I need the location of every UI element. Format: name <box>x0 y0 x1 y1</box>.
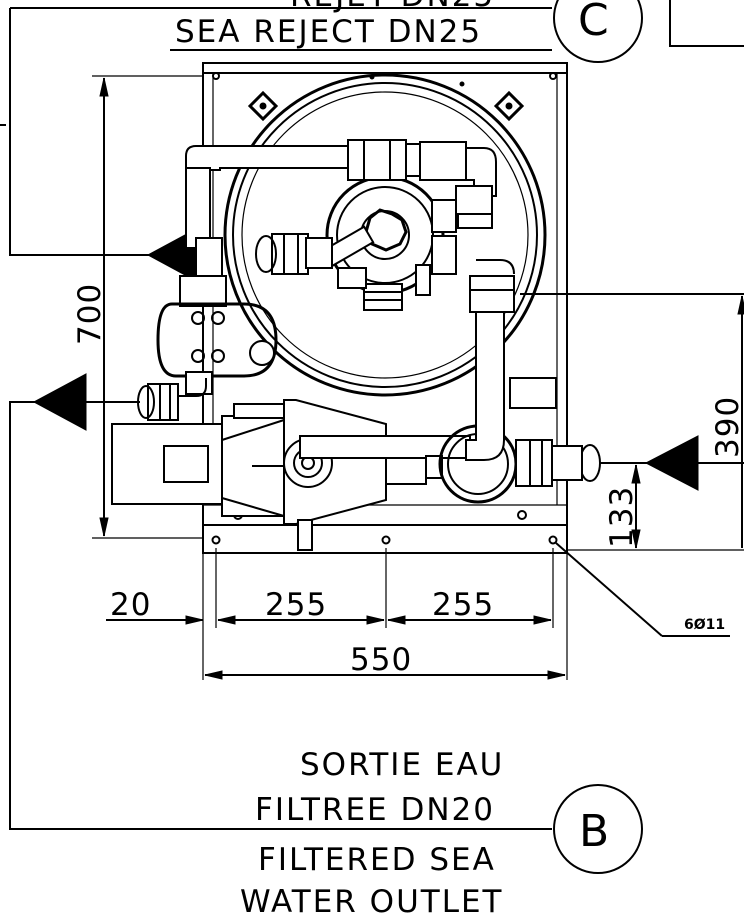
dimension-390: 390 <box>710 295 744 548</box>
multiport-valve <box>319 175 457 311</box>
callout-b-letter: B <box>579 806 609 857</box>
callout-c-letter: C <box>578 0 609 46</box>
dim-255-left-text: 255 <box>265 587 327 623</box>
pump-housing <box>156 302 278 395</box>
filtered-outlet-callout: SORTIE EAU FILTREE DN20 B FILTERED SEA W… <box>240 747 643 918</box>
sortie-line2: FILTREE DN20 <box>255 792 495 828</box>
callout-b-circle <box>553 784 643 874</box>
dimension-133: 133 <box>567 464 744 551</box>
lower-pipe <box>299 259 601 504</box>
dimension-bottom: 20 255 255 550 <box>106 548 568 680</box>
mount-hole-right <box>548 535 558 545</box>
callout-c-circle <box>553 0 643 63</box>
top-pipe <box>185 139 497 249</box>
outlet-leader <box>9 373 552 830</box>
holes-leader: 6Ø11 <box>555 542 730 637</box>
sea-reject-callout: REJET DN25 SEA REJECT DN25 C <box>10 0 744 63</box>
sortie-line1: SORTIE EAU <box>300 747 504 783</box>
filtered-line1: FILTERED SEA <box>258 842 496 878</box>
mount-hole-left <box>211 535 221 545</box>
dim-255-right-text: 255 <box>432 587 494 623</box>
reject-valve <box>179 233 333 307</box>
reject-leader <box>0 8 199 283</box>
outlet-fitting <box>137 378 207 421</box>
sea-reject-label: SEA REJECT DN25 <box>175 14 482 50</box>
inlet-leader <box>520 293 744 491</box>
filter-tank <box>223 73 547 397</box>
dimension-700: 700 <box>72 75 203 539</box>
dim-550-text: 550 <box>350 642 412 678</box>
frame-corner-top-right <box>669 0 744 47</box>
holes-text: 6Ø11 <box>684 617 725 633</box>
mount-hole-mid <box>381 535 391 545</box>
dim-390-text: 390 <box>710 396 744 458</box>
dim-133-text: 133 <box>604 486 640 548</box>
dim-700-text: 700 <box>72 283 108 345</box>
filtered-line2: WATER OUTLET <box>240 884 504 918</box>
dim-20-text: 20 <box>110 587 151 623</box>
motor-pump <box>111 399 387 551</box>
